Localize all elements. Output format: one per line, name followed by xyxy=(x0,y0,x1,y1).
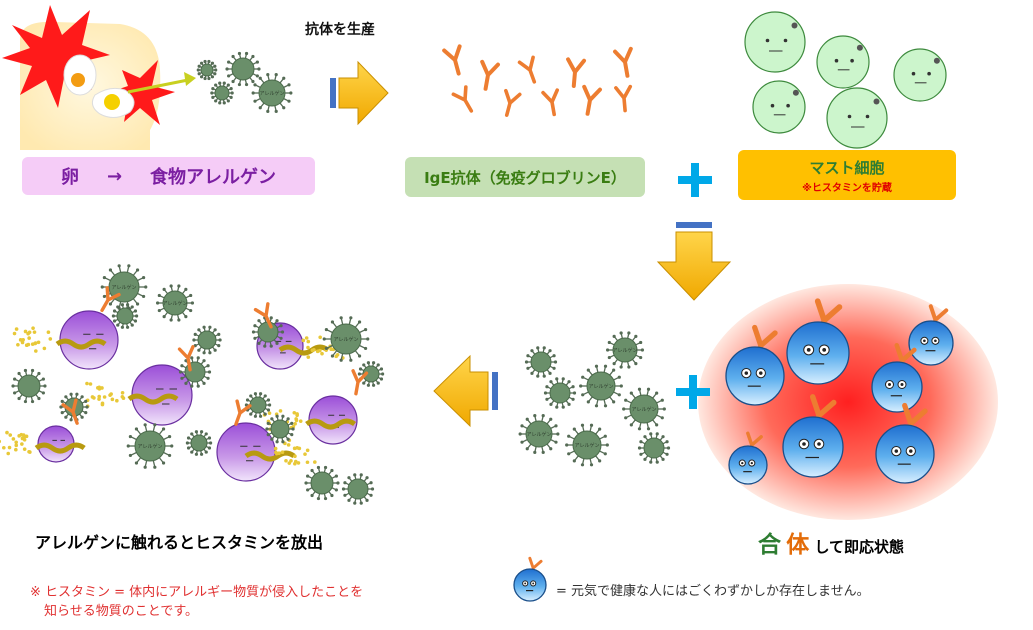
allergen-icon xyxy=(304,466,339,500)
svg-text:アレルゲン: アレルゲン xyxy=(259,90,284,97)
antibody-icon xyxy=(616,87,632,112)
egg-allergen-box: 卵 → 食物アレルゲン xyxy=(22,157,315,195)
combine-rest: して即応状態 xyxy=(814,538,904,556)
down-arrow-icon xyxy=(658,222,730,300)
allergen-icon: アレルゲン xyxy=(127,423,174,469)
allergen-icon xyxy=(186,430,212,456)
svg-text:アレルゲン: アレルゲン xyxy=(333,336,358,343)
mast-cell-icon xyxy=(745,12,805,72)
left-arrow-icon xyxy=(434,356,498,426)
antibody-icon xyxy=(478,62,498,90)
bound-mast-cell-icon xyxy=(514,558,546,601)
egg-label: 卵 xyxy=(61,163,79,189)
combine-char-1: 合 xyxy=(758,532,781,558)
footnote-line-2: 知らせる物質のことです。 xyxy=(30,602,363,621)
allergen-icon xyxy=(210,82,233,105)
allergen-icon: アレルゲン xyxy=(252,73,293,113)
antibody-group xyxy=(444,46,635,117)
svg-text:アレルゲン: アレルゲン xyxy=(111,284,136,291)
antibody-icon xyxy=(615,49,635,77)
bound-mast-cell-legend-icon xyxy=(514,558,546,601)
allergen-icon: アレルゲン xyxy=(579,365,623,408)
histamine-footnote: ※ ヒスタミン = 体内にアレルギー物質が侵入したことを 知らせる物質のことです… xyxy=(30,583,363,621)
svg-text:アレルゲン: アレルゲン xyxy=(137,443,162,450)
activated-mast-cell-icon xyxy=(85,365,192,425)
svg-text:アレルゲン: アレルゲン xyxy=(526,431,551,438)
mast-cell-icon xyxy=(827,88,887,148)
allergen-icon xyxy=(525,346,557,377)
right-arrow-icon xyxy=(330,62,388,124)
mast-cell-group xyxy=(745,12,946,148)
arrow-label: → xyxy=(107,166,122,187)
antibody-icon xyxy=(520,57,542,84)
allergen-icon: アレルゲン xyxy=(565,424,609,467)
antibody-icon xyxy=(566,59,584,86)
activated-mast-cell-icon xyxy=(0,426,84,462)
allergen-icon xyxy=(638,432,670,463)
produce-antibody-label: 抗体を生産 xyxy=(305,19,375,39)
activated-mast-cell-icon xyxy=(217,423,317,481)
allergen-icon xyxy=(358,361,384,387)
svg-text:アレルゲン: アレルゲン xyxy=(574,442,599,449)
antibody-icon xyxy=(580,87,600,115)
ige-label: IgE抗体（免疫グロブリンE） xyxy=(424,167,626,188)
svg-text:アレルゲン: アレルゲン xyxy=(612,347,637,354)
antibody-icon xyxy=(444,46,466,75)
allergen-icon: アレルゲン xyxy=(606,331,644,368)
antibody-icon xyxy=(453,87,477,114)
allergen-icon xyxy=(225,52,260,86)
allergen-icon xyxy=(112,303,138,329)
allergen-icon xyxy=(342,473,374,504)
mast-cell-icon xyxy=(817,36,869,88)
allergen-icon xyxy=(197,60,218,80)
combine-caption: 合 体 して即応状態 xyxy=(758,525,904,559)
healthy-note: = 元気で健康な人にはごくわずかしか存在しません。 xyxy=(556,580,870,599)
allergen-group-top: アレルゲン xyxy=(197,52,293,113)
svg-text:アレルゲン: アレルゲン xyxy=(588,383,613,390)
allergen-icon: アレルゲン xyxy=(323,316,370,362)
svg-text:アレルゲン: アレルゲン xyxy=(162,300,187,307)
mast-cell-note: ※ヒスタミンを貯蔵 xyxy=(802,179,892,194)
allergen-icon: アレルゲン xyxy=(519,414,560,454)
allergen-icon xyxy=(192,326,221,355)
ige-antibody-box: IgE抗体（免疫グロブリンE） xyxy=(405,157,645,197)
activated-mast-cell-icon xyxy=(13,311,118,369)
footnote-line-1: ※ ヒスタミン = 体内にアレルギー物質が侵入したことを xyxy=(30,583,363,602)
antibody-icon xyxy=(500,91,520,117)
plus-icon xyxy=(678,163,712,197)
mast-cell-icon xyxy=(753,81,805,133)
antibody-icon xyxy=(543,90,561,116)
release-caption: アレルゲンに触れるとヒスタミンを放出 xyxy=(35,529,323,553)
combine-char-2: 体 xyxy=(786,532,809,558)
food-allergen-label: 食物アレルゲン xyxy=(150,163,276,189)
svg-text:アレルゲン: アレルゲン xyxy=(631,406,656,413)
allergen-icon: アレルゲン xyxy=(622,388,666,431)
mast-cell-box: マスト細胞 ※ヒスタミンを貯蔵 xyxy=(738,150,956,200)
allergen-icon: アレルゲン xyxy=(156,284,194,321)
mast-cell-icon xyxy=(894,49,946,101)
allergen-icon xyxy=(11,369,46,403)
allergen-group-middle: アレルゲンアレルゲンアレルゲンアレルゲンアレルゲン xyxy=(519,331,671,466)
mast-cell-label: マスト細胞 xyxy=(809,157,884,178)
histamine-release-scene: アレルゲンアレルゲンアレルゲンアレルゲン xyxy=(0,264,384,505)
allergen-icon xyxy=(544,377,576,408)
